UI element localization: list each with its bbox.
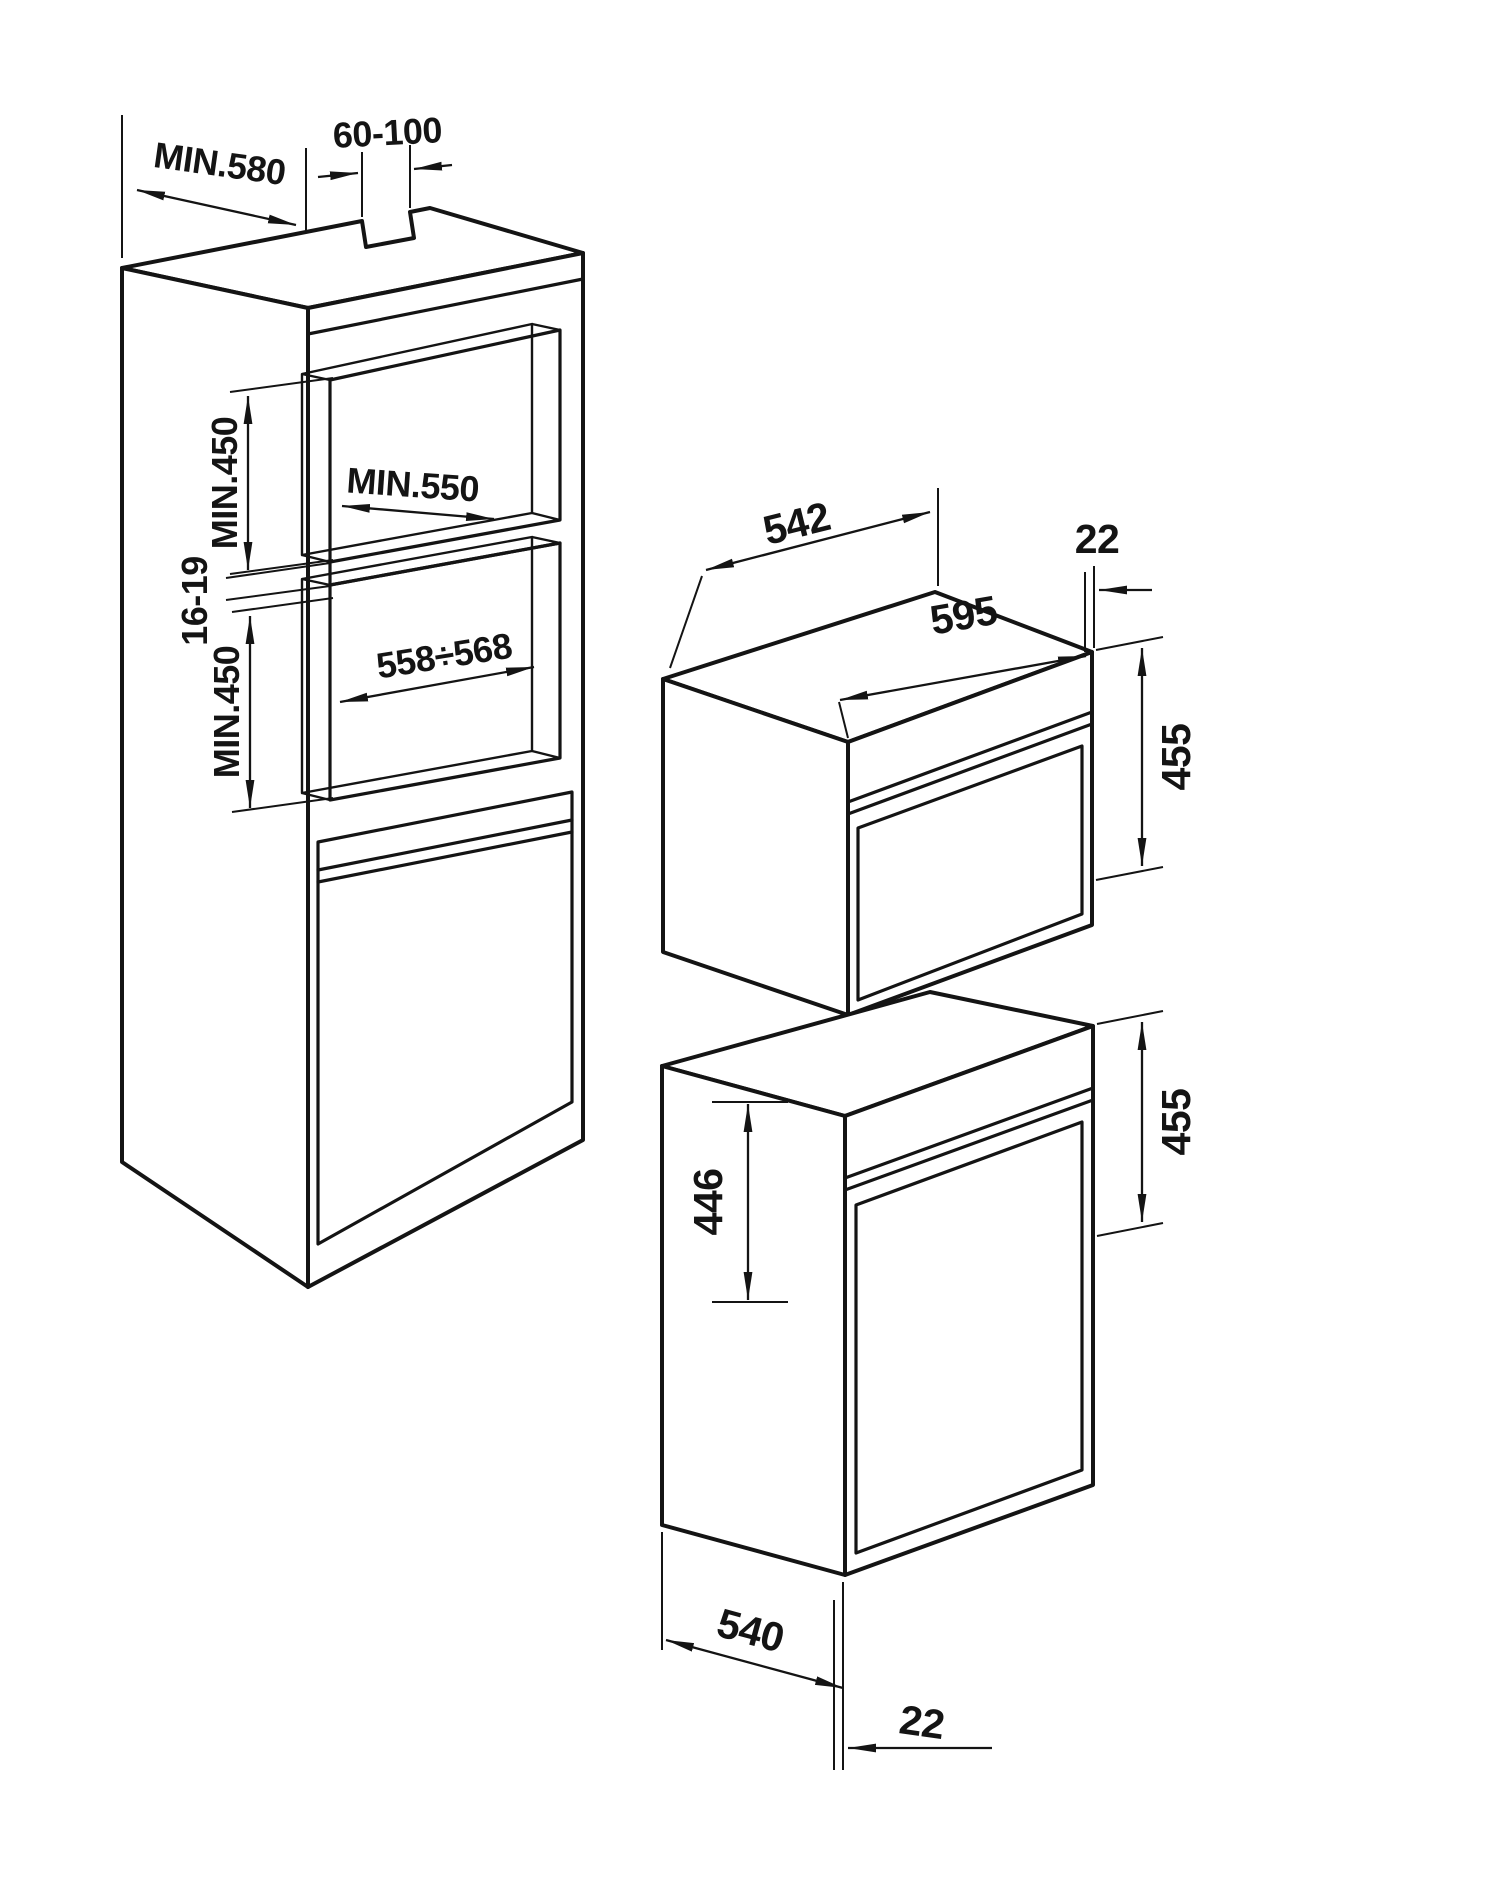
min450-upper-extension-lines bbox=[229, 377, 334, 575]
lower-oven-control-fascia bbox=[843, 1086, 1095, 1192]
min580-arrow bbox=[136, 188, 297, 227]
dim455-bottom-extension-lines bbox=[1096, 1010, 1164, 1237]
lower-oven-left-side bbox=[660, 1064, 847, 1577]
cabinet-top-slab-edge bbox=[306, 277, 585, 336]
dim22-bottom-extension-lines bbox=[833, 1582, 844, 1770]
lower-oven-door bbox=[854, 1120, 1084, 1555]
dim-label-446: 446 bbox=[685, 1169, 731, 1236]
upper-cavity-depth-lines bbox=[301, 322, 561, 564]
upper-oven-drawing bbox=[661, 590, 1094, 1017]
gap60100-arrow-right bbox=[413, 161, 453, 171]
lower-oven-drawing bbox=[660, 990, 1095, 1577]
dim22-top-extension-lines bbox=[1084, 566, 1095, 652]
dim-label-min580: MIN.580 bbox=[151, 134, 288, 193]
dim-label-min550: MIN.550 bbox=[345, 459, 480, 509]
lower-oven-front-face bbox=[843, 1024, 1095, 1577]
dim-label-455-top: 455 bbox=[1153, 724, 1199, 791]
min550-arrow bbox=[341, 504, 495, 521]
dim446-end-ticks bbox=[712, 1101, 788, 1303]
lower-cavity-depth-lines bbox=[301, 535, 561, 802]
dim-label-22-top: 22 bbox=[1075, 516, 1120, 562]
dim-label-60-100: 60-100 bbox=[332, 109, 443, 156]
shelf-leader-lines bbox=[225, 562, 331, 601]
dim-label-542: 542 bbox=[759, 493, 835, 554]
gap60100-extension-lines bbox=[305, 145, 411, 233]
door-handle-groove bbox=[316, 818, 574, 884]
dim455-top-extension-lines bbox=[1095, 636, 1164, 881]
dim595-arrow bbox=[839, 654, 1087, 702]
dim-label-min450-upper: MIN.450 bbox=[204, 417, 245, 550]
dim-label-595: 595 bbox=[927, 587, 1001, 644]
niche-width-arrow bbox=[339, 665, 535, 704]
cabinet-lower-door bbox=[316, 790, 574, 1246]
dim-label-22-bottom: 22 bbox=[897, 1696, 948, 1748]
upper-oven-control-fascia bbox=[846, 710, 1094, 816]
dim-label-455-bottom: 455 bbox=[1153, 1089, 1199, 1156]
dim-label-540: 540 bbox=[712, 1600, 789, 1662]
gap60100-arrow-left bbox=[317, 171, 359, 181]
dim542-extension-lines bbox=[669, 488, 939, 669]
dim542-arrow bbox=[705, 510, 931, 572]
min450-lower-extension-lines bbox=[231, 597, 334, 813]
dim595-extension-line bbox=[838, 701, 849, 739]
dim-label-16-19: 16-19 bbox=[174, 556, 215, 646]
dim540-arrow bbox=[665, 1638, 844, 1690]
dim-label-min450-lower: MIN.450 bbox=[206, 646, 247, 779]
cabinet-drawing bbox=[120, 206, 585, 1289]
upper-oven-door bbox=[856, 744, 1084, 1002]
lower-oven-dimensions: 446 455 540 22 bbox=[661, 1010, 1199, 1770]
